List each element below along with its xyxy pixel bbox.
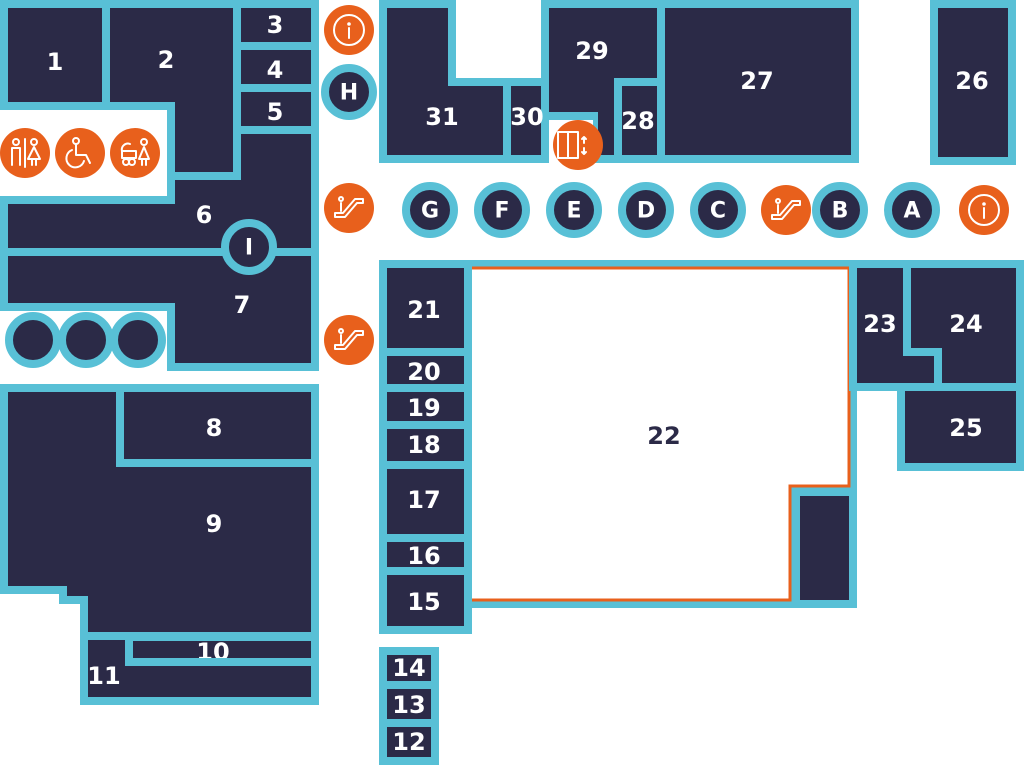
baby-changing-icon[interactable] — [110, 128, 160, 178]
unit-8-label: 8 — [206, 414, 223, 442]
unit-7[interactable] — [0, 248, 319, 371]
unit-28-label: 28 — [621, 107, 654, 135]
entrance-F-label: F — [494, 199, 509, 224]
unit-30-label: 30 — [510, 103, 543, 131]
unit-11-label: 11 — [87, 662, 120, 690]
entrance-E-circle — [546, 182, 602, 238]
unit-22-label: 22 — [647, 422, 680, 450]
info-icon[interactable] — [959, 185, 1009, 235]
unit-14-label: 14 — [392, 654, 425, 682]
unit-12-label: 12 — [392, 728, 425, 756]
unit-26[interactable] — [930, 0, 1016, 165]
unit-6-label: 6 — [196, 201, 213, 229]
unit-4-label: 4 — [267, 56, 284, 84]
service-icons-layer — [0, 5, 1009, 365]
entrance-B-circle — [812, 182, 868, 238]
unit-26-label: 26 — [955, 67, 988, 95]
entrance-G-circle — [402, 182, 458, 238]
unit-21[interactable] — [379, 260, 472, 356]
entrance-D-circle — [618, 182, 674, 238]
kiosk-circle-1[interactable] — [5, 312, 61, 368]
entrance-E-label: E — [566, 199, 581, 224]
unit-19-label: 19 — [407, 394, 440, 422]
unit-6[interactable] — [0, 126, 319, 256]
unit-23-label: 23 — [863, 310, 896, 338]
unit-5-label: 5 — [267, 98, 284, 126]
entrance-F[interactable]: F — [474, 182, 530, 238]
info-icon[interactable] — [324, 5, 374, 55]
entrance-A-circle — [884, 182, 940, 238]
unit-1-label: 1 — [47, 48, 64, 76]
unit-3-label: 3 — [267, 11, 284, 39]
accessible-icon[interactable] — [55, 128, 105, 178]
entrance-H-label: H — [340, 81, 358, 106]
kiosk-circle-2[interactable] — [58, 312, 114, 368]
escalator-icon[interactable] — [761, 185, 811, 235]
unit-25[interactable] — [897, 383, 1024, 471]
unit-29[interactable] — [541, 0, 665, 163]
entrance-D-label: D — [637, 199, 655, 224]
unit-27-label: 27 — [740, 67, 773, 95]
restroom-icon[interactable] — [0, 128, 50, 178]
entrance-C-label: C — [710, 199, 726, 224]
entrance-E[interactable]: E — [546, 182, 602, 238]
entrance-A[interactable]: A — [884, 182, 940, 238]
unit-unlabeled[interactable] — [792, 488, 857, 608]
entrance-C[interactable]: C — [690, 182, 746, 238]
unit-31-label: 31 — [425, 103, 458, 131]
escalator-icon[interactable] — [324, 183, 374, 233]
entrance-G[interactable]: G — [402, 182, 458, 238]
unit-15-label: 15 — [407, 588, 440, 616]
entrance-H-circle — [321, 64, 377, 120]
entrance-B-label: B — [832, 199, 849, 224]
escalator-icon[interactable] — [324, 315, 374, 365]
entrance-C-circle — [690, 182, 746, 238]
entrance-I[interactable]: I — [221, 219, 277, 275]
unit-7-label: 7 — [234, 291, 251, 319]
unit-24-label: 24 — [949, 310, 982, 338]
unit-11[interactable] — [80, 632, 319, 705]
entrance-H[interactable]: H — [321, 64, 377, 120]
unit-29-label: 29 — [575, 37, 608, 65]
entrance-A-label: A — [903, 199, 920, 224]
unit-18-label: 18 — [407, 431, 440, 459]
unit-14[interactable] — [379, 647, 439, 689]
unit-20-label: 20 — [407, 358, 440, 386]
entrances-layer: A B C D E F G H I — [5, 64, 940, 368]
entrance-D[interactable]: D — [618, 182, 674, 238]
entrance-B[interactable]: B — [812, 182, 868, 238]
unit-31[interactable] — [379, 0, 511, 163]
entrance-G-label: G — [421, 199, 439, 224]
kiosk-circle-3[interactable] — [110, 312, 166, 368]
unit-13-label: 13 — [392, 691, 425, 719]
unit-21-label: 21 — [407, 296, 440, 324]
entrance-I-circle — [221, 219, 277, 275]
unit-25-label: 25 — [949, 414, 982, 442]
entrance-F-circle — [474, 182, 530, 238]
unit-2-label: 2 — [158, 46, 175, 74]
unit-17-label: 17 — [407, 486, 440, 514]
unit-16-label: 16 — [407, 542, 440, 570]
elevator-icon[interactable] — [553, 120, 603, 170]
entrance-I-label: I — [245, 236, 253, 261]
unit-9-label: 9 — [206, 510, 223, 538]
